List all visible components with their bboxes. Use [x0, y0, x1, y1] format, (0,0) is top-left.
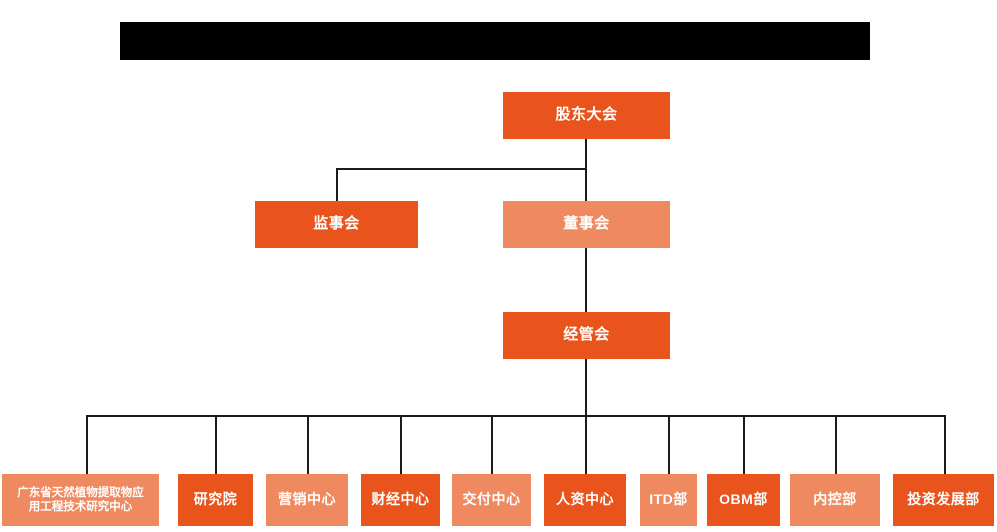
node-label: 董事会: [563, 215, 610, 233]
node-guangdong-research-center[interactable]: 广东省天然植物提取物应 用工程技术研究中心: [2, 474, 159, 526]
node-label: 营销中心: [278, 491, 336, 508]
connector-drop-8: [743, 415, 745, 474]
node-label: 经管会: [563, 326, 610, 344]
connector-l1-down: [585, 139, 587, 169]
connector-drop-2: [215, 415, 217, 474]
connector-to-directors: [585, 168, 587, 201]
node-board-of-directors[interactable]: 董事会: [503, 201, 670, 248]
node-internal-control-department[interactable]: 内控部: [790, 474, 880, 526]
node-board-of-supervisors[interactable]: 监事会: [255, 201, 418, 248]
connector-to-supervisors: [336, 168, 338, 201]
node-marketing-center[interactable]: 营销中心: [266, 474, 348, 526]
connector-drop-6: [585, 415, 587, 474]
node-label: 监事会: [313, 215, 360, 233]
node-itd-department[interactable]: ITD部: [640, 474, 697, 526]
connector-management-down: [585, 359, 587, 416]
connector-l1-bus: [336, 168, 587, 170]
node-label-line1: 广东省天然植物提取物应: [17, 486, 144, 499]
node-label: ITD部: [649, 491, 688, 508]
node-label-line2: 用工程技术研究中心: [28, 501, 133, 513]
node-research-institute[interactable]: 研究院: [178, 474, 253, 526]
connector-drop-9: [835, 415, 837, 474]
connector-drop-1: [86, 415, 88, 474]
node-label: 股东大会: [555, 106, 618, 124]
connector-drop-7: [668, 415, 670, 474]
node-management-committee[interactable]: 经管会: [503, 312, 670, 359]
node-label: 内控部: [813, 491, 857, 508]
connector-department-bus: [86, 415, 945, 417]
node-label: 人资中心: [556, 491, 614, 508]
node-investment-development-department[interactable]: 投资发展部: [893, 474, 994, 526]
node-label: 投资发展部: [907, 491, 980, 508]
connector-drop-10: [944, 415, 946, 474]
connector-directors-to-management: [585, 248, 587, 312]
node-delivery-center[interactable]: 交付中心: [452, 474, 531, 526]
node-shareholders-meeting[interactable]: 股东大会: [503, 92, 670, 139]
node-finance-center[interactable]: 财经中心: [361, 474, 440, 526]
node-label: 研究院: [193, 491, 238, 508]
connector-drop-3: [307, 415, 309, 474]
connector-drop-4: [400, 415, 402, 474]
node-hr-center[interactable]: 人资中心: [544, 474, 626, 526]
node-label: 财经中心: [371, 491, 430, 508]
node-label: OBM部: [719, 491, 768, 508]
node-obm-department[interactable]: OBM部: [707, 474, 780, 526]
redacted-title-bar: [120, 22, 870, 60]
connector-drop-5: [491, 415, 493, 474]
node-label: 交付中心: [462, 491, 521, 508]
